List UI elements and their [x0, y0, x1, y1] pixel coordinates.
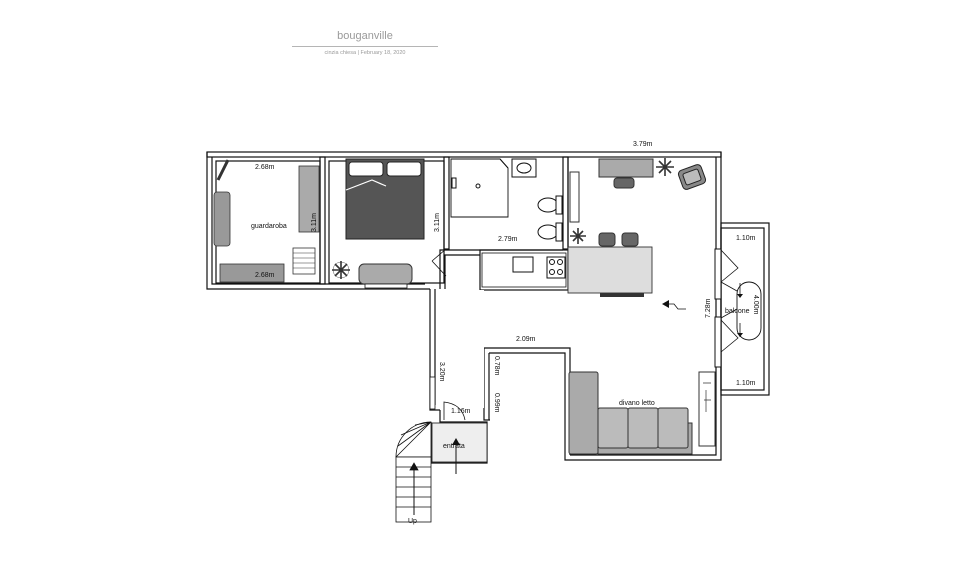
dining-table: [567, 246, 653, 294]
arrow-head-icon: [737, 294, 743, 298]
dim-balcony-length: 4.00m: [752, 295, 759, 315]
doors: [429, 248, 466, 421]
sofa-cushion-1: [597, 407, 629, 449]
wall-bedroom-bath: [443, 156, 450, 250]
plant-icon: [570, 228, 586, 244]
desk: [598, 158, 654, 178]
dim-hall-step: 0.78m: [493, 356, 500, 376]
bed-sheet: [345, 179, 387, 191]
entry-floor: [431, 422, 488, 463]
ironing-board: [216, 159, 230, 181]
stairs-small: [292, 247, 316, 275]
sink-bowl: [516, 162, 532, 174]
wardrobe-left: [213, 191, 231, 247]
plan-meta: cinzia chiesa | February 18, 2020: [292, 50, 438, 56]
dim-corridor-height: 3.20m: [438, 362, 445, 382]
entry-door: [443, 401, 466, 421]
dim-guard-bottom: 2.68m: [255, 272, 275, 279]
dim-entry-width: 1.16m: [451, 408, 471, 415]
chair-1: [598, 232, 616, 247]
label-up: Up: [408, 518, 417, 525]
title-underline: [292, 46, 438, 47]
label-balcone: balcone: [725, 308, 750, 315]
dim-bed-height: 3.11m: [434, 213, 441, 232]
bidet-tank: [555, 222, 563, 242]
tv-icon: [703, 382, 711, 412]
plant-icon: [656, 158, 674, 176]
shower-drain: [475, 183, 481, 189]
bathroom-fixtures: [450, 158, 563, 242]
corridor-window: [429, 376, 436, 410]
sofa-cushion-3: [657, 407, 689, 449]
corridor-door: [431, 248, 447, 277]
plant-icon: [332, 261, 350, 279]
bedroom-furniture: [332, 158, 425, 289]
bidet-icon: [537, 224, 559, 240]
living-furniture: [568, 158, 716, 455]
bedroom-window: [364, 283, 408, 289]
guardaroba-furniture: [213, 159, 320, 283]
arrow-head-icon: [662, 300, 669, 308]
balcony-window-2: [714, 316, 722, 368]
chairs-under: [600, 293, 644, 297]
spiral-stairs: [395, 421, 432, 523]
stairs-steps: [293, 252, 315, 269]
dim-guard-top: 2.68m: [255, 164, 275, 171]
label-guardaroba: guardaroba: [251, 223, 287, 230]
dimension-labels: 3.79m 2.68m 2.68m 3.11m 3.11m 2.79m 3.20…: [255, 141, 759, 415]
hall-west-wall: [483, 348, 490, 421]
wardrobe-bottom: [219, 263, 285, 283]
dim-living-height: 7.28m: [705, 298, 712, 318]
entry-arrow-icon: [452, 438, 460, 445]
arrow-up-icon: [409, 462, 419, 471]
wall-guardaroba-bedroom: [319, 156, 326, 285]
sofa-side: [568, 371, 599, 455]
north-wall: [206, 151, 722, 158]
wardrobe-right: [298, 165, 320, 233]
plan-date: February 18, 2020: [360, 50, 406, 56]
kitchen: [481, 232, 653, 297]
west-wall-inner: [211, 157, 425, 285]
balcony-table: [736, 281, 762, 341]
plan-header: bouganville cinzia chiesa | February 18,…: [292, 30, 438, 56]
meta-separator: |: [357, 50, 359, 56]
dim-top-right-width: 3.79m: [633, 141, 653, 148]
dim-balcony-bottom: 1.10m: [736, 380, 756, 387]
living-shelf: [569, 171, 580, 223]
dim-hall-width: 2.09m: [516, 336, 536, 343]
balcony-window-1: [714, 248, 722, 300]
dim-balcony-top: 1.10m: [736, 235, 756, 242]
dim-entry-depth: 0.99m: [493, 393, 500, 413]
balcony-inner: [720, 227, 765, 391]
sofa-cushion-2: [627, 407, 659, 449]
bed-pillow-left: [348, 161, 384, 177]
dim-bath-width: 2.79m: [498, 236, 518, 243]
tv-cabinet: [698, 371, 716, 447]
bed-pillow-right: [386, 161, 422, 177]
room-labels: guardaroba balcone divano letto entrata …: [251, 223, 750, 525]
hall-floor: [490, 354, 564, 454]
arrow-head-icon: [737, 333, 743, 337]
label-entrata: entrata: [443, 443, 465, 450]
toilet-icon: [537, 197, 559, 213]
desk-chair: [613, 177, 635, 189]
toilet-tank: [555, 195, 563, 215]
dim-guard-height: 3.11m: [311, 213, 318, 232]
author-name: cinzia chiesa: [324, 50, 357, 56]
corridor-floor: [436, 290, 484, 408]
shower-mixer: [451, 177, 457, 189]
chest: [358, 263, 413, 285]
armchair-icon: [677, 164, 707, 190]
west-wall: [206, 152, 430, 290]
kitchen-sink: [512, 256, 534, 273]
wall-bath-living: [562, 156, 569, 250]
balcony-doors: [714, 248, 762, 368]
plan-title: bouganville: [337, 30, 393, 42]
label-divano-letto: divano letto: [619, 400, 655, 407]
chair-2: [621, 232, 639, 247]
shower-edge: [451, 158, 509, 169]
